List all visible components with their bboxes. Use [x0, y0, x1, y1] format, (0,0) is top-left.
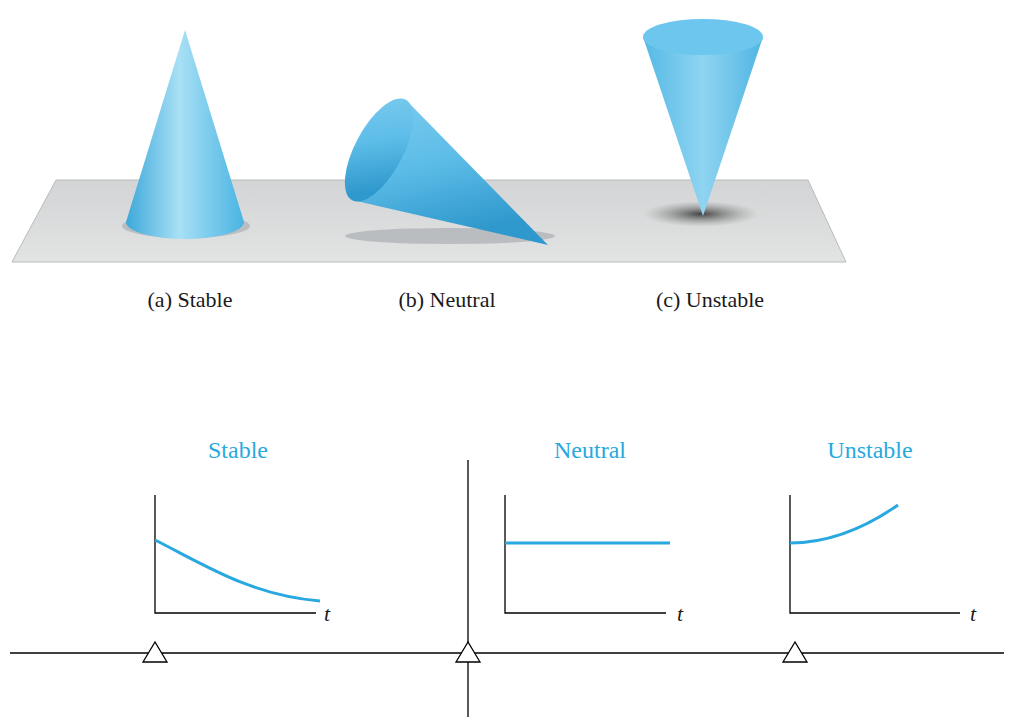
label-slot: t	[970, 602, 976, 626]
support-triangles	[143, 642, 807, 662]
graph-title: Stable	[208, 437, 268, 463]
figure-caption: (c) Unstable	[656, 288, 764, 312]
stable-cone	[122, 30, 250, 239]
label-slot: Unstable	[827, 437, 912, 463]
beam-line	[10, 460, 1004, 717]
figure-caption: (a) Stable	[148, 288, 233, 312]
graph-axes	[155, 495, 960, 613]
figure-caption: (b) Neutral	[398, 288, 495, 312]
graph-title: Neutral	[554, 437, 626, 463]
response-curves	[155, 505, 898, 601]
unstable-cone	[643, 19, 763, 227]
graph-title: Unstable	[827, 437, 912, 463]
label-slot: (a) Stable	[148, 288, 233, 312]
neutral-cone	[331, 88, 555, 245]
label-slot: t	[324, 602, 330, 626]
label-slot: Neutral	[554, 437, 626, 463]
axis-label: t	[677, 602, 683, 626]
axis-label: t	[324, 602, 330, 626]
label-slot: Stable	[208, 437, 268, 463]
axis-label: t	[970, 602, 976, 626]
label-slot: t	[677, 602, 683, 626]
label-slot: (c) Unstable	[656, 288, 764, 312]
label-slot: (b) Neutral	[398, 288, 495, 312]
